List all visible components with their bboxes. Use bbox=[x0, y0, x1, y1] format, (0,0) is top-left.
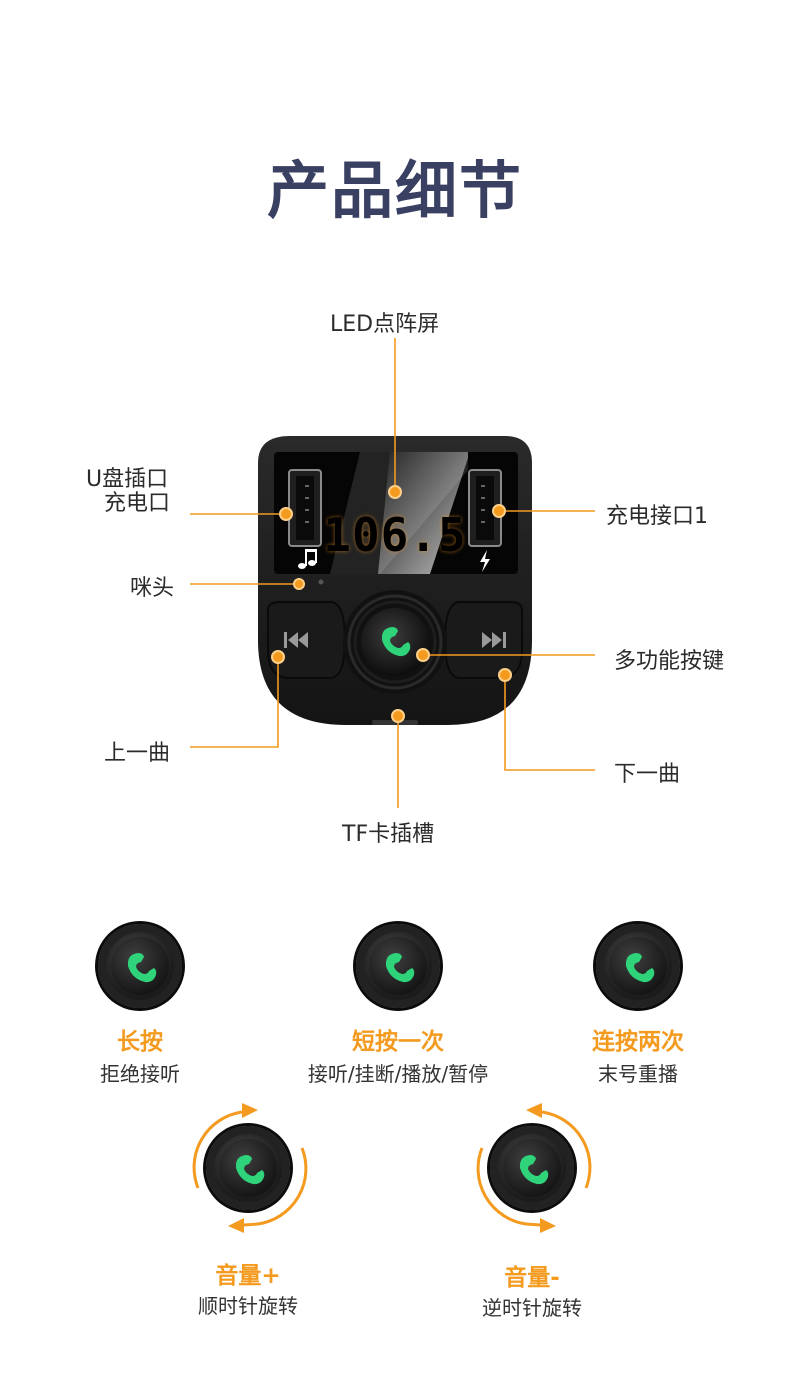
function-desc-label: 末号重播 bbox=[598, 1062, 678, 1086]
callout-usb-port-line1: U盘插口 bbox=[86, 467, 169, 492]
phone-icon bbox=[520, 1155, 549, 1185]
mic-hole bbox=[318, 579, 324, 585]
function-action-label: 连按两次 bbox=[592, 1029, 684, 1055]
page-title: 产品细节 bbox=[266, 154, 523, 227]
callout-tf-slot: TF卡插槽 bbox=[342, 822, 435, 847]
round-button bbox=[98, 924, 182, 1008]
round-button bbox=[490, 1126, 574, 1210]
device-diagram: 106.5 bbox=[190, 338, 595, 808]
phone-icon bbox=[386, 953, 415, 983]
function-long-press bbox=[98, 924, 182, 1008]
multi-function-knob bbox=[361, 608, 429, 676]
led-display-value: 106.5 bbox=[323, 508, 466, 562]
function-desc-label: 顺时针旋转 bbox=[198, 1294, 298, 1318]
function-desc-label: 逆时针旋转 bbox=[482, 1296, 582, 1320]
round-button bbox=[356, 924, 440, 1008]
function-volume-up bbox=[206, 1126, 290, 1210]
callout-prev-track: 上一曲 bbox=[104, 741, 171, 766]
tf-card-slot bbox=[372, 720, 418, 725]
callout-usb-port-line2: 充电口 bbox=[104, 491, 171, 516]
callout-next-track: 下一曲 bbox=[614, 762, 681, 787]
function-action-label: 音量- bbox=[504, 1265, 560, 1291]
function-desc-label: 接听/挂断/播放/暂停 bbox=[307, 1062, 489, 1086]
function-action-label: 音量+ bbox=[215, 1263, 281, 1289]
phone-icon bbox=[382, 627, 411, 657]
round-button bbox=[596, 924, 680, 1008]
callout-mic: 咪头 bbox=[130, 576, 175, 601]
clockwise-arrows-icon bbox=[192, 1103, 308, 1233]
callout-charge-port: 充电接口1 bbox=[606, 504, 708, 529]
function-action-label: 短按一次 bbox=[352, 1029, 444, 1055]
callout-led-screen: LED点阵屏 bbox=[330, 312, 440, 337]
round-button bbox=[206, 1126, 290, 1210]
phone-icon bbox=[236, 1155, 265, 1185]
function-double-press bbox=[596, 924, 680, 1008]
function-volume-down bbox=[490, 1126, 574, 1210]
music-note-icon bbox=[298, 549, 317, 569]
phone-icon bbox=[128, 953, 157, 983]
next-track-icon bbox=[482, 632, 506, 648]
callout-usb-port: U盘插口 充电口 bbox=[86, 468, 170, 516]
function-short-press bbox=[356, 924, 440, 1008]
prev-track-icon bbox=[284, 632, 308, 648]
phone-icon bbox=[626, 953, 655, 983]
function-action-label: 长按 bbox=[117, 1029, 163, 1055]
lightning-icon bbox=[480, 550, 490, 572]
counterclockwise-arrows-icon bbox=[476, 1103, 592, 1233]
function-desc-label: 拒绝接听 bbox=[100, 1062, 180, 1086]
callout-multi-button: 多功能按键 bbox=[614, 649, 725, 674]
